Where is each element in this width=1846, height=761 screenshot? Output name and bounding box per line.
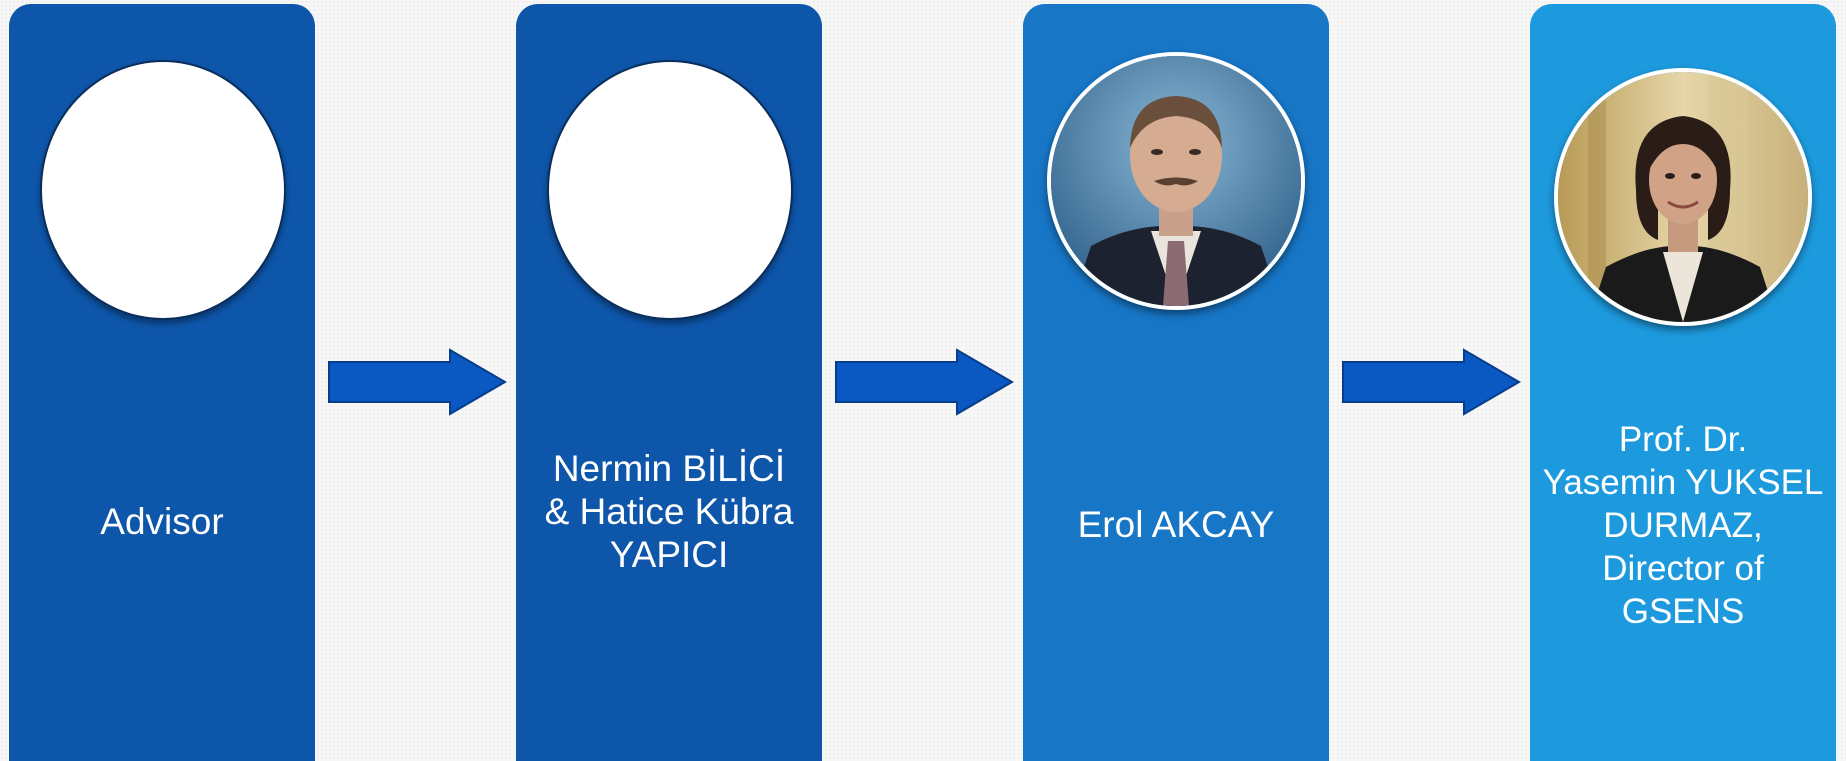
avatar-placeholder [547, 60, 793, 320]
caption-line: Nermin BİLİCİ [552, 448, 786, 489]
caption-line: Advisor [100, 501, 224, 542]
card-caption: Advisor [9, 500, 315, 543]
right-arrow-icon [835, 348, 1014, 416]
card-caption: Nermin BİLİCİ & Hatice Kübra YAPICI [516, 447, 822, 576]
card-erol-akcay: Erol AKCAY [1023, 4, 1329, 761]
right-arrow-icon [328, 348, 507, 416]
card-caption: Erol AKCAY [1023, 503, 1329, 546]
avatar-placeholder [40, 60, 286, 320]
caption-line: GSENS [1621, 592, 1745, 631]
portrait-photo [1047, 52, 1305, 310]
card-yasemin-yuksel-durmaz: Prof. Dr. Yasemin YUKSEL DURMAZ, Directo… [1530, 4, 1836, 761]
caption-line: YAPICI [609, 534, 729, 575]
caption-line: Erol AKCAY [1077, 504, 1275, 545]
portrait-photo [1554, 68, 1812, 326]
caption-line: & Hatice Kübra [544, 491, 794, 532]
card-advisor: Advisor [9, 4, 315, 761]
right-arrow-icon [1342, 348, 1521, 416]
caption-line: DURMAZ, [1603, 506, 1763, 545]
caption-line: Prof. Dr. [1618, 420, 1748, 459]
card-nermin-hatice: Nermin BİLİCİ & Hatice Kübra YAPICI [516, 4, 822, 761]
portrait-woman-image [1558, 72, 1808, 322]
portrait-man-image [1051, 56, 1301, 306]
caption-line: Yasemin YUKSEL [1542, 463, 1824, 502]
card-caption: Prof. Dr. Yasemin YUKSEL DURMAZ, Directo… [1530, 418, 1836, 633]
caption-line: Director of [1602, 549, 1764, 588]
